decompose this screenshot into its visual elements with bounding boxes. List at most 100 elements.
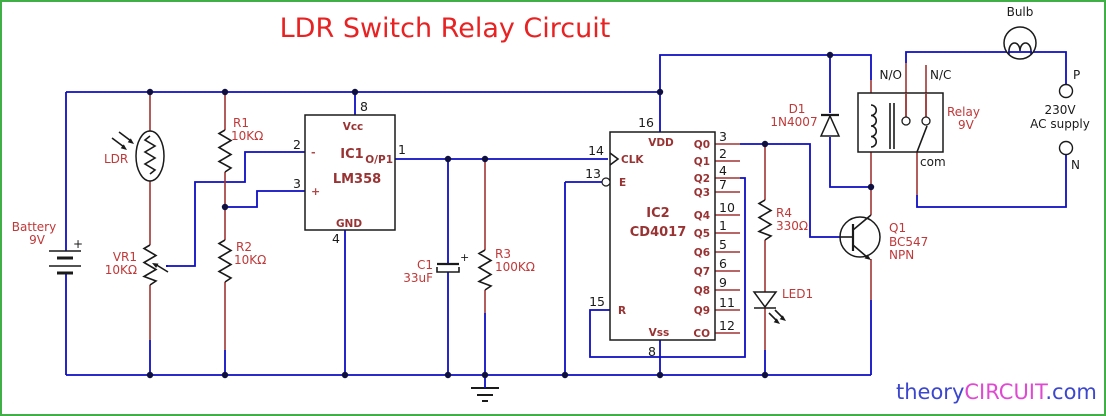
junction-dot	[867, 183, 875, 191]
ic2-q9-pin: 11	[719, 295, 735, 310]
relay-switch-arm	[916, 125, 928, 153]
wire-reset-q2	[589, 177, 746, 358]
r1-ref: R1	[233, 116, 249, 130]
d1-value: 1N4007	[770, 115, 817, 129]
junction-dot	[656, 371, 664, 379]
vr1-value: 10KΩ	[105, 263, 137, 277]
ic2-pin8-number: 8	[648, 344, 656, 359]
battery: + Battery 9V	[12, 220, 83, 275]
ic2-co-pin: 12	[719, 318, 735, 333]
d1-ref: D1	[789, 102, 806, 116]
bulb: Bulb	[1003, 5, 1037, 60]
junction-dot	[761, 140, 769, 148]
diode-triangle	[819, 114, 841, 137]
potentiometer-vr1: VR1 10KΩ	[105, 244, 169, 286]
c1-ref: C1	[417, 258, 433, 272]
ic2-ref: IC2	[646, 206, 669, 221]
transistor-emitter	[852, 244, 868, 258]
ic2-q1-pin: 2	[719, 146, 727, 161]
ic2-q8-label: Q8	[694, 285, 710, 297]
clock-triangle	[609, 152, 620, 166]
relay-contact-leads	[905, 93, 927, 117]
ic1-body	[304, 114, 396, 231]
ic2-q9-label: Q9	[694, 305, 710, 317]
ic1-pin1-number: 1	[398, 142, 406, 157]
q1-ref: Q1	[889, 221, 906, 235]
ic1-noninverting-sign: +	[311, 185, 320, 198]
ic2-q6-pin: 5	[719, 237, 727, 252]
resistor-zigzag	[142, 244, 158, 286]
ic2-body	[609, 131, 716, 341]
relay-nc-label: N/C	[930, 68, 951, 82]
junction-dot	[221, 371, 229, 379]
ic2-enable-label: E	[619, 177, 626, 189]
ic2-q5-pin: 1	[719, 218, 727, 233]
junction-dot	[826, 51, 834, 59]
junction-dot	[481, 371, 489, 379]
relay-no-label: N/O	[880, 68, 902, 82]
ldr-label: LDR	[104, 152, 128, 166]
resistor-zigzag	[217, 129, 233, 173]
ic2-q0-label: Q0	[694, 139, 710, 151]
led1: LED1	[752, 287, 813, 324]
junction-dot	[561, 371, 569, 379]
ic1-inverting-sign: -	[311, 146, 316, 159]
q1-type: NPN	[889, 248, 914, 262]
junction-dot	[146, 371, 154, 379]
ic1-pin4-number: 4	[332, 231, 340, 246]
ic2-reset-label: R	[618, 305, 626, 317]
ground-symbol	[471, 375, 499, 402]
ic2-q2-pin: 4	[719, 163, 727, 178]
neutral-label: N	[1071, 158, 1080, 172]
ic2-vdd-label: VDD	[648, 137, 674, 149]
resistor-zigzag	[477, 249, 493, 291]
ic2-q3-pin: 7	[719, 177, 727, 192]
r3-value: 100KΩ	[495, 260, 535, 274]
ic2-q8-pin: 9	[719, 275, 727, 290]
ic1-output-label: O/P1	[365, 154, 393, 166]
battery-value: 9V	[29, 233, 46, 247]
resistor-zigzag	[217, 239, 233, 283]
junction-dot	[444, 371, 452, 379]
junction-dots	[146, 51, 875, 379]
transistor-q1: Q1 BC547 NPN	[839, 214, 928, 262]
vr1-ref: VR1	[113, 250, 137, 264]
ldr-resistor-zigzag	[143, 135, 157, 175]
bulb-label: Bulb	[1007, 5, 1034, 19]
ic1-part: LM358	[333, 172, 381, 187]
relay-ref: Relay	[947, 105, 980, 119]
ic1-ref: IC1	[340, 147, 363, 162]
resistor-r1: R1 10KΩ	[217, 116, 263, 173]
relay-coil	[870, 104, 877, 148]
junction-dot	[481, 155, 489, 163]
watermark-brand: CIRCUIT	[964, 380, 1048, 404]
diode-d1: D1 1N4007	[770, 102, 841, 137]
junction-dot	[146, 88, 154, 96]
junction-dot	[656, 88, 664, 96]
ic1-pin3-number: 3	[293, 176, 301, 191]
phase-terminal	[1058, 83, 1074, 99]
r4-value: 330Ω	[776, 219, 808, 233]
ac-supply: P 230V AC supply N	[1030, 68, 1090, 172]
led1-ref: LED1	[782, 287, 813, 301]
ic2-pin14-number: 14	[588, 143, 604, 158]
light-arrow-head	[120, 144, 127, 150]
ic2-pin15-number: 15	[589, 294, 605, 309]
relay: N/O N/C Relay 9V com	[857, 68, 980, 169]
ic2-part: CD4017	[630, 225, 687, 240]
cap-plate-bottom	[436, 267, 460, 273]
ic1-pin2-number: 2	[293, 137, 301, 152]
ic2-co-label: CO	[693, 328, 710, 340]
transistor-collector	[852, 214, 872, 231]
relay-body	[857, 92, 944, 153]
relay-value: 9V	[958, 118, 975, 132]
ldr-body	[135, 130, 165, 182]
light-arrow-head	[127, 138, 134, 144]
resistor-r3: R3 100KΩ	[477, 247, 535, 291]
relay-nc-contact	[921, 116, 931, 126]
light-arrow	[111, 137, 125, 148]
c1-plus-sign: +	[460, 251, 469, 264]
junction-dot	[341, 371, 349, 379]
bulb-glass	[1003, 26, 1037, 60]
